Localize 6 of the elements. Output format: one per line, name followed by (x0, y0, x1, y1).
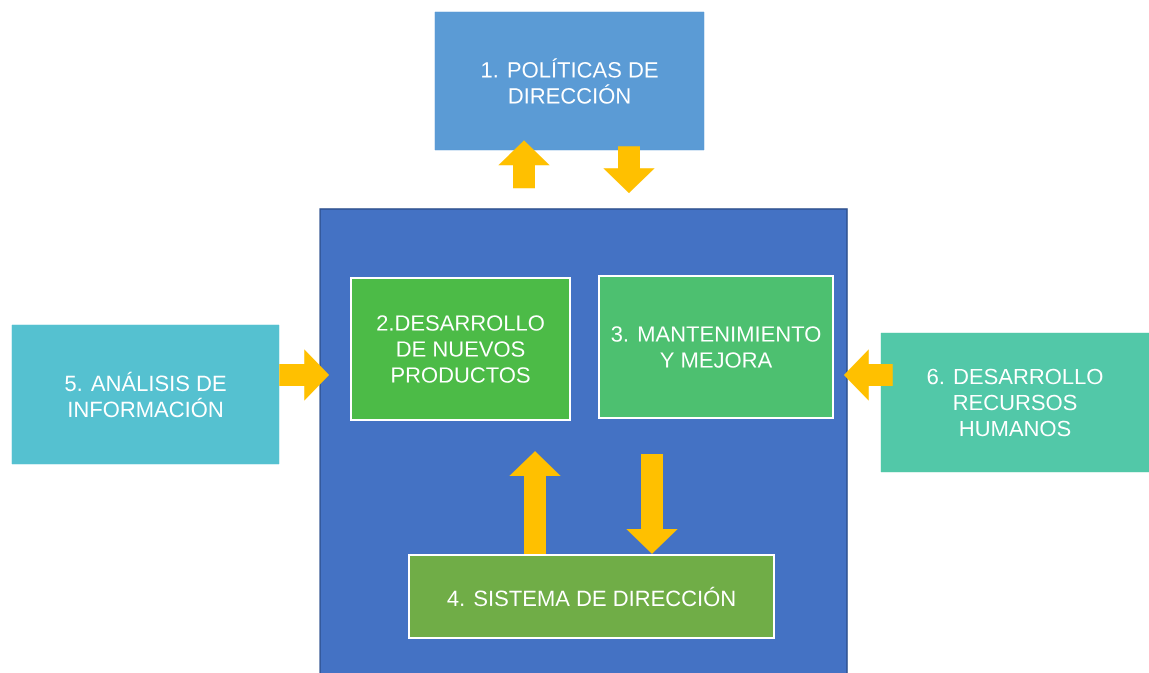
process-box: 1. POLÍTICAS DE DIRECCIÓN (434, 11, 705, 151)
process-box: 4. SISTEMA DE DIRECCIÓN (408, 554, 775, 639)
process-box: 3. MANTENIMIENTO Y MEJORA (598, 275, 834, 419)
process-box: 5. ANÁLISIS DE INFORMACIÓN (11, 324, 280, 465)
process-box: 6. DESARROLLO RECURSOS HUMANOS (880, 332, 1149, 473)
process-box: 2.DESARROLLO DE NUEVOS PRODUCTOS (350, 277, 571, 421)
